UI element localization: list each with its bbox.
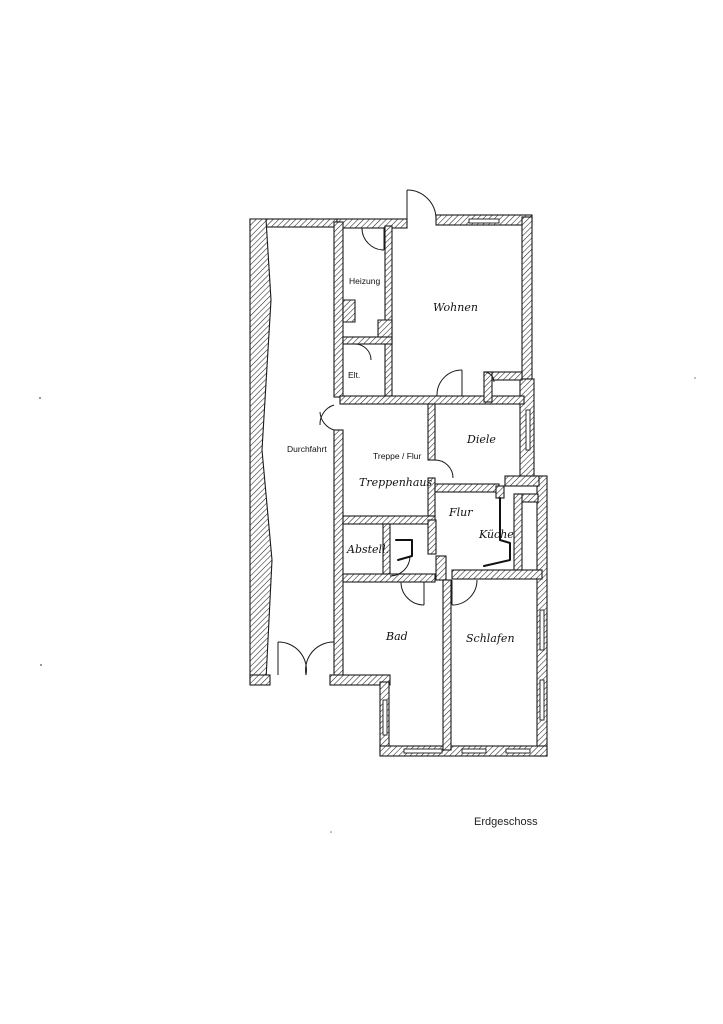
room-label-treppenhaus: Treppenhaus [359, 476, 433, 489]
room-label-diele: Diele [466, 433, 496, 446]
room-label-durchfahrt: Durchfahrt [287, 444, 327, 454]
doors [277, 189, 495, 676]
abstell-door-mark [395, 539, 413, 561]
outer-walls [249, 214, 548, 757]
inner-walls [339, 225, 543, 751]
room-label-abstell: Abstell. [346, 543, 389, 556]
room-label-treppe: Treppe / Flur [373, 451, 422, 461]
windows [382, 218, 545, 754]
room-label-flur: Flur [448, 506, 473, 519]
floor-caption: Erdgeschoss [474, 816, 538, 828]
room-label-bad: Bad [385, 630, 408, 643]
room-label-heizung: Heizung [349, 276, 380, 286]
room-label-kueche: Küche [478, 528, 514, 541]
scan-specks [39, 377, 696, 833]
kueche-wall-mark [483, 497, 511, 567]
room-label-wohnen: Wohnen [433, 301, 478, 314]
room-label-elt: Elt. [348, 370, 360, 380]
room-label-schlafen: Schlafen [466, 632, 515, 645]
